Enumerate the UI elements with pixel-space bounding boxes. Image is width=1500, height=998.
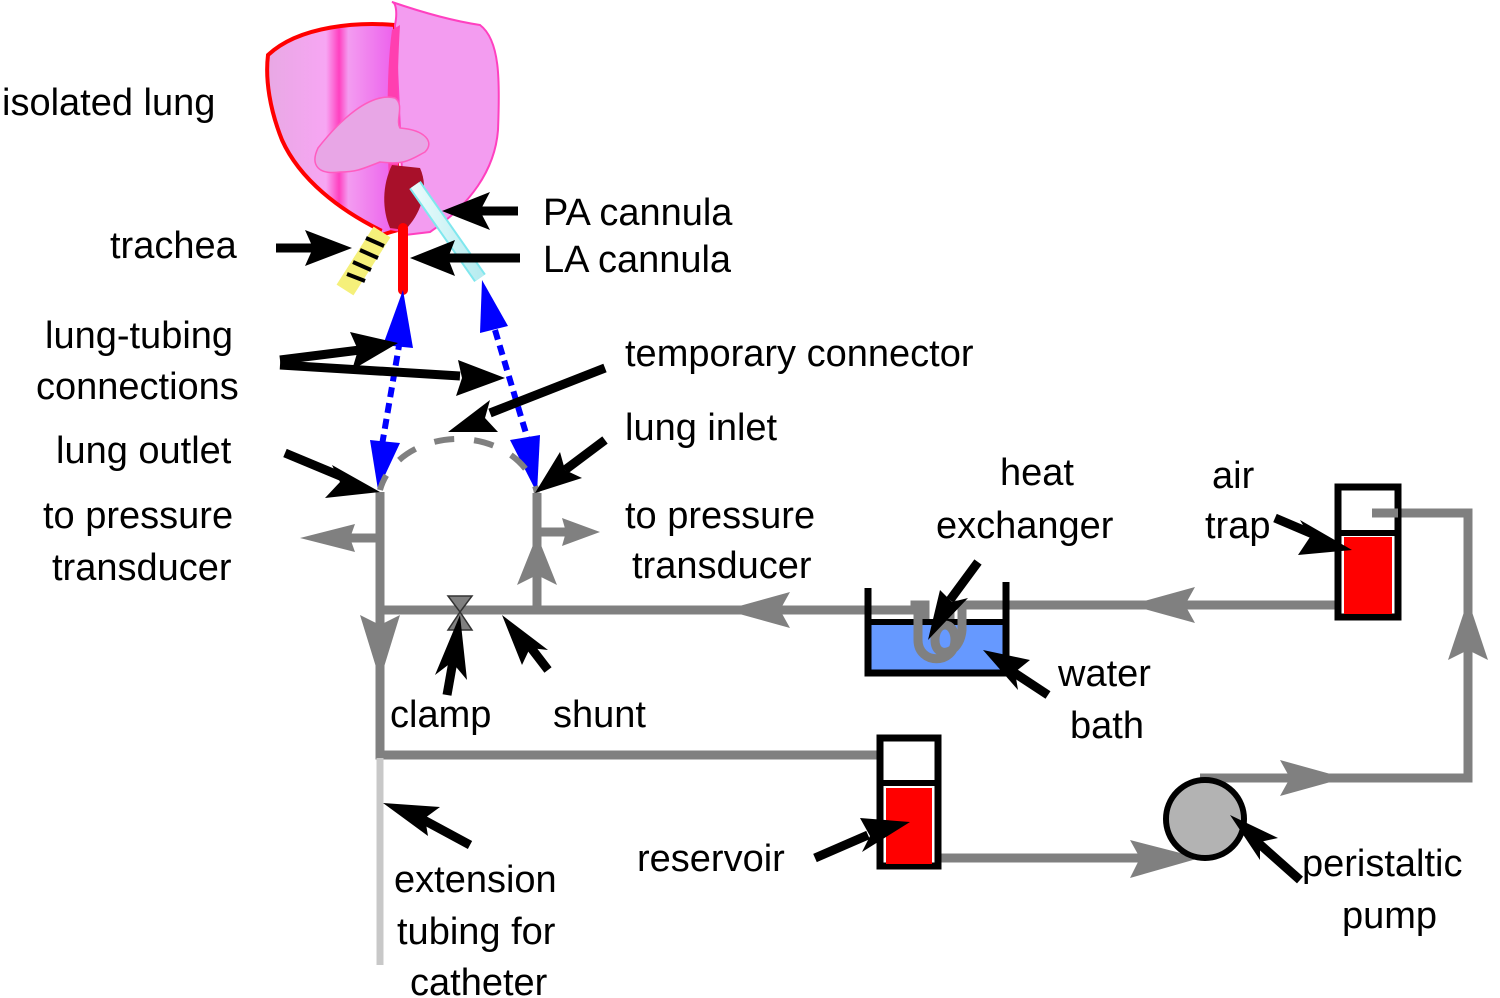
lung-tubing-connection-right [480,280,540,493]
flow-arrow-left-airtrap [1130,587,1195,623]
label-pressure-left-line1: to pressure [43,495,233,537]
label-temporary-connector: temporary connector [625,333,974,375]
label-la-cannula: LA cannula [543,239,732,281]
pa-vessel-stump [384,165,425,230]
label-peristaltic-pump-line2: pump [1342,895,1437,937]
label-extension-tubing-line3: catheter [410,962,548,998]
label-reservoir: reservoir [637,838,785,880]
reservoir [876,734,942,870]
lung-hilum [314,96,430,174]
label-extension-tubing-line1: extension [394,859,557,901]
temporary-connector [377,435,540,494]
flow-arrow-right-pump-in [1130,840,1200,878]
label-heat-exchanger-line2: exchanger [936,505,1114,547]
label-lung-inlet: lung inlet [625,407,778,449]
label-water-bath-line1: water [1057,653,1151,695]
label-lung-outlet: lung outlet [56,430,232,472]
flow-arrow-up-right [517,535,557,585]
label-air-trap-line1: air [1212,455,1255,497]
label-air-trap-line2: trap [1205,505,1270,547]
lung-tubing-connection-left [370,290,413,490]
label-pressure-right-line1: to pressure [625,495,815,537]
trachea-tube [336,226,391,296]
label-pressure-right-line2: transducer [632,545,812,587]
peristaltic-pump [1163,777,1247,861]
label-peristaltic-pump-line1: peristaltic [1302,843,1463,885]
pressure-branch-left [300,524,380,552]
label-lung-tubing-connections-line2: connections [36,366,239,408]
pointer-arrows [276,192,1352,884]
isolated-lung-illustration [265,1,500,250]
flow-arrow-left-shunt [725,592,790,628]
label-trachea: trachea [110,225,238,267]
air-trap [1334,483,1402,621]
label-pa-cannula: PA cannula [543,192,733,234]
label-isolated-lung: isolated lung [2,82,215,124]
flow-arrows [360,535,1488,878]
label-pressure-left-line2: transducer [52,547,232,589]
label-extension-tubing-line2: tubing for [397,911,556,953]
label-clamp: clamp [390,694,491,736]
label-shunt: shunt [553,694,646,736]
flow-arrow-up-loop [1448,600,1488,660]
heat-exchanger-coil [913,608,967,664]
label-water-bath-line2: bath [1070,705,1144,747]
label-heat-exchanger-line1: heat [1000,452,1074,494]
pressure-branch-right [537,518,600,546]
flow-arrow-right-pump-out [1280,760,1345,796]
label-lung-tubing-connections-line1: lung-tubing [45,315,233,357]
flow-arrow-down-left [360,615,400,680]
